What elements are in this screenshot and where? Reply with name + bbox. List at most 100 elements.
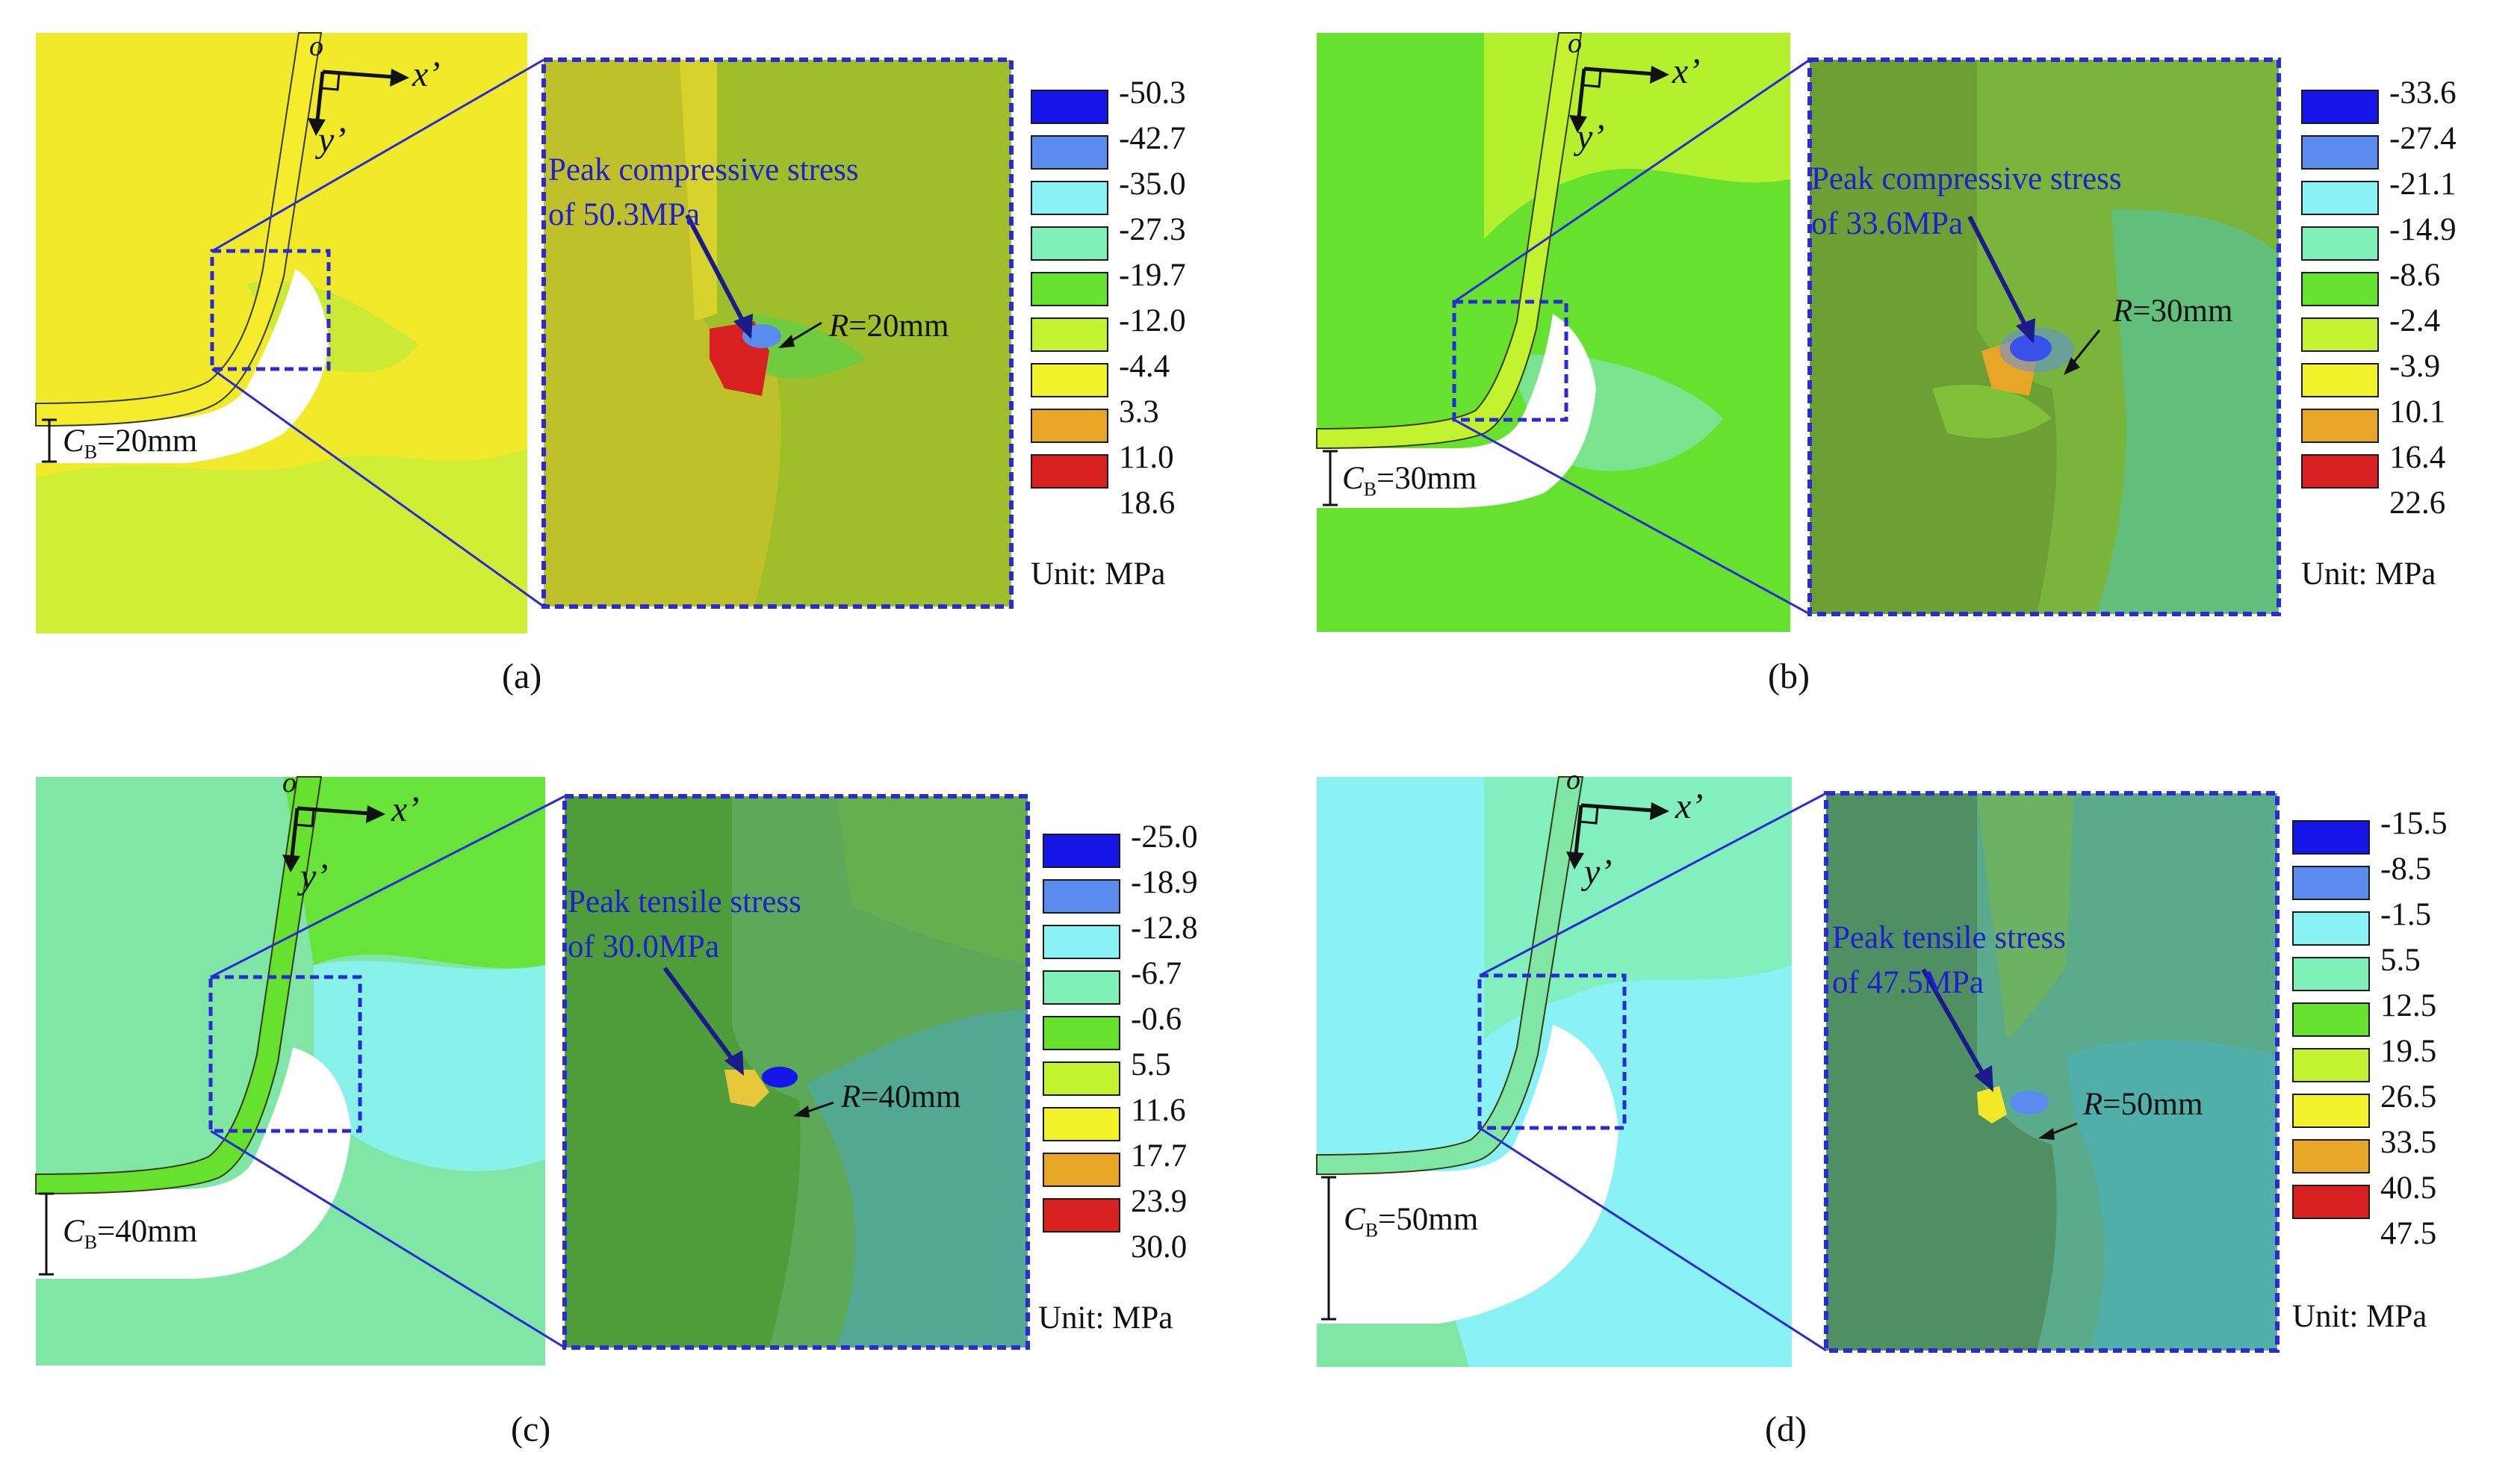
zoom-region [2097,209,2279,614]
legend-value: -6.7 [1131,956,1182,991]
legend-value: 5.5 [1131,1047,1171,1082]
peak-stress-spot-blue [762,1067,798,1088]
legend-swatch [1043,925,1120,959]
legend-row: 12.5 [2292,988,2486,1043]
legend-row: 33.5 [2292,1125,2486,1179]
legend-value: -18.9 [1131,865,1198,900]
zoom-connector [1479,792,1827,977]
r-arrowhead [793,1106,810,1117]
origin-label: o [282,767,297,799]
legend-swatch [2292,1048,2370,1082]
zoom-part [1826,793,2057,1351]
legend-swatch [1031,317,1108,352]
legend-value: 5.5 [2380,943,2421,978]
legend-row: -15.5 [2292,806,2486,861]
legend-swatch [2292,866,2370,900]
legend-row: -27.3 [1031,212,1225,267]
legend-swatch [2301,135,2379,170]
legend-swatch [1031,272,1108,306]
peak-arrowhead [1974,1065,1993,1092]
legend-value: 3.3 [1119,394,1159,430]
legend-value: -50.3 [1119,75,1186,111]
y-axis-label: y’ [1577,117,1605,157]
legend-value: -25.0 [1131,819,1198,855]
legend-swatch [1043,879,1120,914]
cavity [36,1047,351,1279]
y-axis-label: y’ [300,857,329,896]
zoom-selection-box [208,975,362,1133]
legend-row: 11.0 [1031,440,1225,494]
legend-value: 33.5 [2380,1125,2437,1160]
wall-strip [1316,32,1583,450]
legend-value: 26.5 [2380,1079,2437,1114]
legend-value: -15.5 [2380,806,2448,841]
legend-value: -14.9 [2389,212,2457,247]
x-axis-arrowhead [366,805,385,823]
legend-row: 17.7 [1043,1138,1237,1193]
zoom-frame [562,794,1030,1350]
legend-row: 18.6 [1031,486,1225,540]
legend-value: 40.5 [2380,1171,2437,1206]
cb-label: CB=30mm [1342,461,1477,500]
legend-row: -33.6 [2301,75,2495,130]
legend-value: 11.0 [1119,440,1174,475]
legend-swatch [1043,834,1120,868]
legend-row: 30.0 [1043,1230,1237,1284]
legend-value: -2.4 [2389,303,2441,338]
legend-row: 11.6 [1043,1093,1237,1147]
cavity [1317,1025,1619,1324]
legend-value: -4.4 [1119,349,1170,384]
y-axis-arrow [1576,68,1586,125]
unit-label: Unit: MPa [1038,1300,1173,1336]
x-axis-arrow [1583,66,1664,77]
legend-swatch [1031,135,1108,170]
legend-value: -42.7 [1119,121,1186,156]
x-axis-arrowhead [1650,802,1669,820]
origin-label: o [1568,28,1582,59]
zoom-frame [541,58,1014,609]
legend-value: -8.6 [2389,258,2441,293]
peak-arrowhead [733,314,753,339]
legend-value: -19.7 [1119,258,1186,293]
legend-row: -2.4 [2301,303,2495,358]
panel-b-graphics [1316,32,2281,632]
right-angle-mark [1582,69,1602,88]
peak-stress-spot [724,1070,769,1107]
y-axis-arrowhead [282,855,300,872]
unit-label: Unit: MPa [2301,556,2436,592]
legend-row: -12.0 [1031,303,1225,358]
zoom-selection-box [210,249,331,371]
legend-value: 10.1 [2389,394,2446,430]
zoom-frame [1824,791,2280,1353]
legend-value: 18.6 [1119,486,1176,521]
wall-strip [35,32,323,427]
legend-value: 19.5 [2380,1034,2437,1069]
zoom-selection-box [1452,300,1568,422]
zoom-connector [1453,58,1810,303]
peak-stress-spot-blue [742,324,781,348]
legend-row: 19.5 [2292,1034,2486,1088]
legend-value: 17.7 [1131,1138,1188,1173]
legend-value: -0.6 [1131,1002,1182,1037]
x-axis-label: x’ [1675,787,1704,826]
x-axis-label: x’ [412,55,441,94]
legend-value: -12.8 [1131,911,1198,946]
legend-row: -6.7 [1043,956,1237,1011]
radius-label: R=30mm [2113,294,2233,329]
legend-row: -35.0 [1031,167,1225,221]
legend-swatch [1043,1198,1120,1233]
radius-label: R=50mm [2083,1087,2203,1122]
peak-annotation: Peak tensile stress of 30.0MPa [568,884,801,964]
x-axis-arrowhead [390,69,409,87]
zoom-connector [211,58,544,252]
zoom-part [544,60,781,607]
x-axis-arrow [297,806,380,816]
zoom-region [837,796,1028,965]
legend-row: 40.5 [2292,1171,2486,1225]
zoom-connector [210,795,565,979]
legend-row: -42.7 [1031,121,1225,176]
peak-stress-spot-blue [2010,1091,2049,1114]
legend-swatch [1043,1061,1120,1096]
origin-label: o [1566,764,1580,796]
legend-row: 10.1 [2301,394,2495,449]
